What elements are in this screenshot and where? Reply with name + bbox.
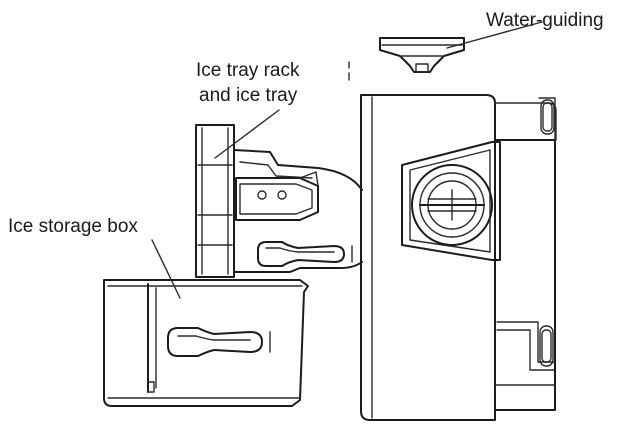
leader-ice-tray xyxy=(214,109,280,159)
label-ice-tray-line1: Ice tray rack xyxy=(196,60,300,81)
ice-maker-housing xyxy=(360,94,557,421)
ice-tray-rack xyxy=(195,124,363,278)
label-ice-storage-box: Ice storage box xyxy=(8,216,138,237)
label-water-guiding: Water-guiding xyxy=(486,10,604,31)
ice-storage-box xyxy=(103,279,309,407)
leader-lines xyxy=(151,21,543,299)
label-ice-tray-line2: and ice tray xyxy=(199,85,298,106)
leader-water-guiding xyxy=(446,21,543,49)
motor-knob xyxy=(401,141,501,261)
leader-ice-storage xyxy=(151,239,181,299)
water-guiding-cap xyxy=(379,37,465,73)
